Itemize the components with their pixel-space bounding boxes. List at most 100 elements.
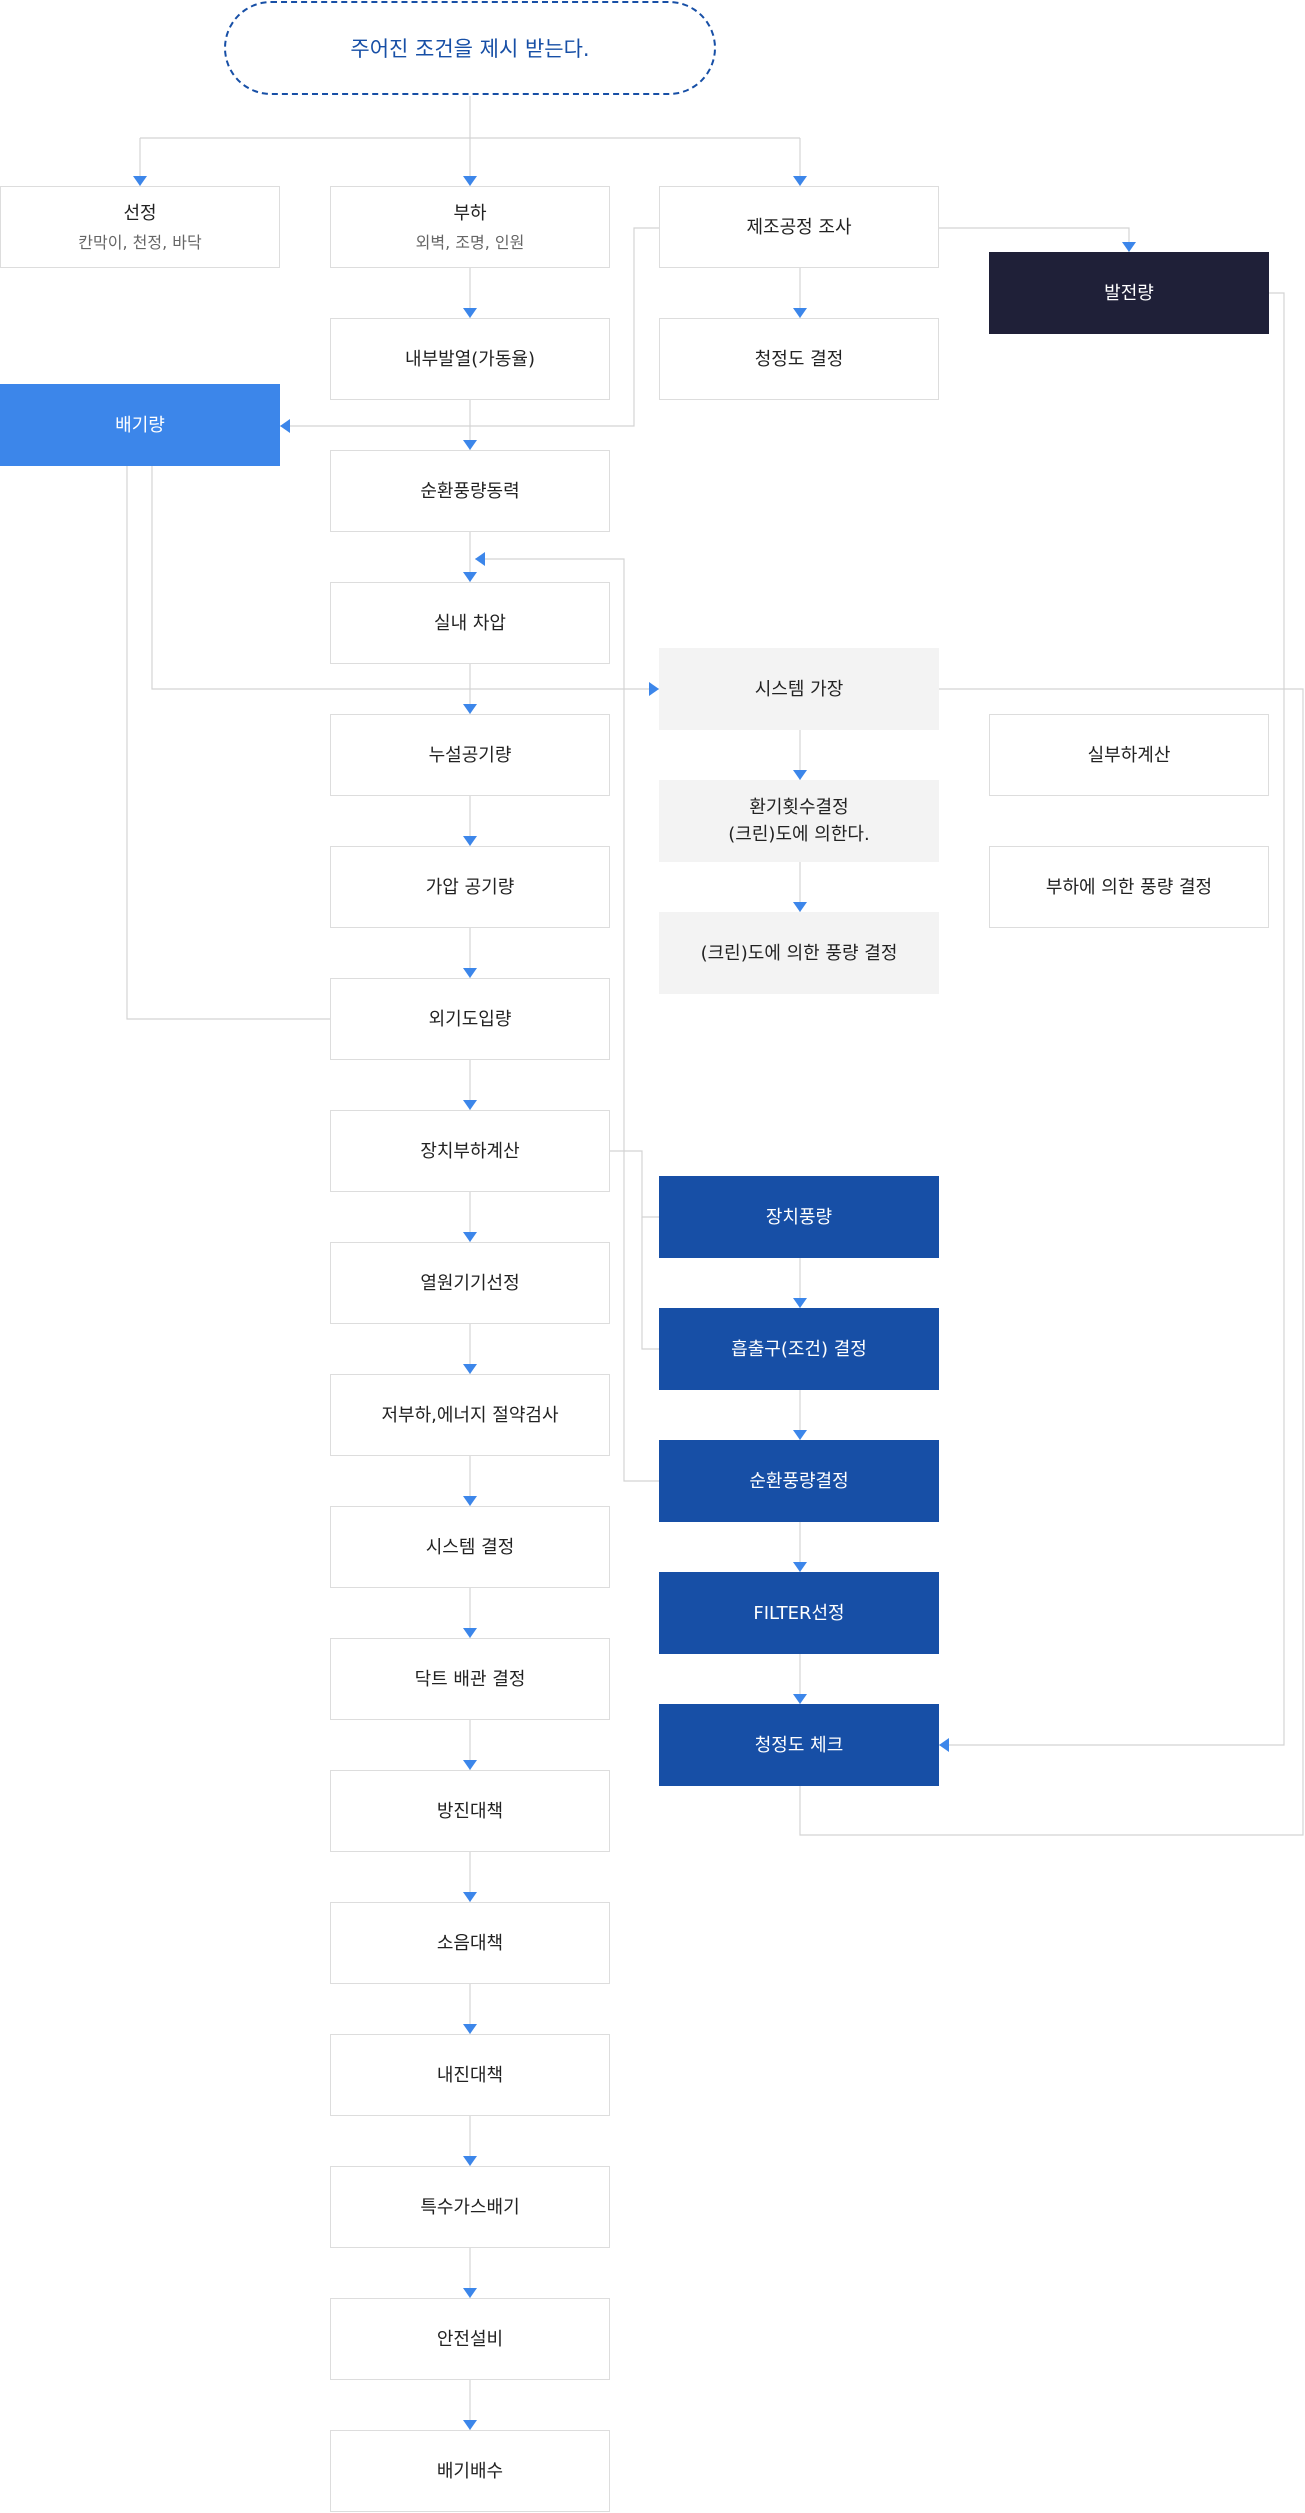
node-col2-7-label: 장치부하계산 (420, 1140, 520, 1162)
node-col3-5-line-1: (크린)도에 의한 풍량 결정 (700, 942, 898, 964)
node-buha-pungryang: 부하에 의한 풍량 결정 (989, 846, 1269, 928)
start-node: 주어진 조건을 제시 받는다. (224, 1, 716, 95)
node-col2-5-label: 가압 공기량 (425, 876, 515, 898)
arrowhead-5 (463, 440, 477, 450)
connector-35 (475, 558, 659, 1482)
arrowhead-32 (939, 1738, 949, 1752)
node-col2-11-label: 닥트 배관 결정 (414, 1668, 526, 1690)
arrowhead-23 (793, 902, 807, 912)
node-silbuha: 실부하계산 (989, 714, 1269, 796)
connector-36 (641, 1217, 659, 1350)
node-buha: 부하 외벽, 조명, 인원 (330, 186, 610, 268)
node-col2-14: 내진대책 (330, 2034, 610, 2116)
node-col3-4: 환기횟수결정 (크린)도에 의한다. (659, 780, 939, 862)
arrowhead-8 (463, 836, 477, 846)
arrowhead-27 (793, 1694, 807, 1704)
arrowhead-25 (793, 1430, 807, 1440)
node-col3-10: 청정도 체크 (659, 1704, 939, 1786)
start-label: 주어진 조건을 제시 받는다. (350, 37, 590, 61)
node-col2-15-label: 특수가스배기 (420, 2196, 520, 2218)
arrowhead-15 (463, 1760, 477, 1770)
node-col2-10: 시스템 결정 (330, 1506, 610, 1588)
node-col3-1-line-1: 제조공정 조사 (746, 216, 852, 238)
node-seonjeong-sub: 칸막이, 천정, 바닥 (78, 232, 202, 252)
node-col2-10-label: 시스템 결정 (425, 1536, 515, 1558)
arrowhead-7 (463, 704, 477, 714)
node-col2-5: 가압 공기량 (330, 846, 610, 928)
arrowhead-31 (475, 552, 485, 566)
arrowhead-9 (463, 968, 477, 978)
arrowhead-14 (463, 1628, 477, 1638)
node-baegiryang: 배기량 (0, 384, 280, 466)
arrowhead-1 (133, 176, 147, 186)
arrowhead-19 (463, 2288, 477, 2298)
node-col2-13-label: 소음대책 (436, 1932, 504, 1954)
node-col3-8: 순환풍량결정 (659, 1440, 939, 1522)
connector-37 (939, 292, 1285, 1746)
arrowhead-21 (793, 308, 807, 318)
node-col2-1-label: 내부발열(가동율) (405, 348, 535, 370)
node-col3-2-line-1: 청정도 결정 (754, 348, 844, 370)
node-col2-7: 장치부하계산 (330, 1110, 610, 1192)
node-col3-9: FILTER선정 (659, 1572, 939, 1654)
arrowhead-4 (463, 308, 477, 318)
connector-30 (939, 227, 1130, 252)
connector-38 (799, 688, 1304, 1836)
connector-34 (610, 1150, 659, 1218)
arrowhead-28 (1122, 242, 1136, 252)
connector-33 (126, 466, 330, 1020)
connector-32 (151, 466, 659, 690)
node-baljeonryang: 발전량 (989, 252, 1269, 334)
arrowhead-29 (280, 419, 290, 433)
node-col2-9: 저부하,에너지 절약검사 (330, 1374, 610, 1456)
node-col2-8: 열원기기선정 (330, 1242, 610, 1324)
node-col2-16-label: 안전설비 (436, 2328, 504, 2350)
arrowhead-30 (649, 682, 659, 696)
node-col2-16: 안전설비 (330, 2298, 610, 2380)
node-col3-5: (크린)도에 의한 풍량 결정 (659, 912, 939, 994)
node-col3-4-line-2: (크린)도에 의한다. (728, 824, 870, 845)
node-col3-1: 제조공정 조사 (659, 186, 939, 268)
node-col2-6-label: 외기도입량 (428, 1008, 512, 1030)
connector-31 (280, 227, 659, 427)
node-col3-6-line-1: 장치풍량 (765, 1206, 833, 1228)
node-col3-7: 흡출구(조건) 결정 (659, 1308, 939, 1390)
arrowhead-6 (463, 572, 477, 582)
arrowhead-18 (463, 2156, 477, 2166)
node-col2-11: 닥트 배관 결정 (330, 1638, 610, 1720)
node-col2-3: 실내 차압 (330, 582, 610, 664)
arrowhead-11 (463, 1232, 477, 1242)
node-col3-7-line-1: 흡출구(조건) 결정 (731, 1338, 867, 1360)
node-col3-4-line-1: 환기횟수결정 (749, 797, 849, 818)
node-col3-3: 시스템 가장 (659, 648, 939, 730)
node-col2-4: 누설공기량 (330, 714, 610, 796)
node-col2-2: 순환풍량동력 (330, 450, 610, 532)
arrowhead-2 (463, 176, 477, 186)
node-col3-10-line-1: 청정도 체크 (754, 1734, 844, 1756)
node-col2-12: 방진대책 (330, 1770, 610, 1852)
node-buha-title: 부하 (453, 202, 487, 224)
node-col2-9-label: 저부하,에너지 절약검사 (381, 1404, 559, 1426)
node-col2-13: 소음대책 (330, 1902, 610, 1984)
node-col2-2-label: 순환풍량동력 (420, 480, 520, 502)
node-col3-9-line-1: FILTER선정 (753, 1602, 845, 1624)
node-col2-14-label: 내진대책 (436, 2064, 504, 2086)
node-baljeonryang-label: 발전량 (1104, 282, 1154, 304)
arrowhead-24 (793, 1298, 807, 1308)
node-col3-6: 장치풍량 (659, 1176, 939, 1258)
arrowhead-10 (463, 1100, 477, 1110)
node-buha-sub: 외벽, 조명, 인원 (415, 232, 525, 252)
node-buha-pungryang-label: 부하에 의한 풍량 결정 (1045, 876, 1213, 898)
node-col3-8-line-1: 순환풍량결정 (749, 1470, 849, 1492)
node-col2-4-label: 누설공기량 (428, 744, 512, 766)
node-col2-15: 특수가스배기 (330, 2166, 610, 2248)
arrowhead-26 (793, 1562, 807, 1572)
arrowhead-13 (463, 1496, 477, 1506)
node-col2-6: 외기도입량 (330, 978, 610, 1060)
node-col2-8-label: 열원기기선정 (420, 1272, 520, 1294)
node-col2-3-label: 실내 차압 (434, 612, 506, 634)
node-col2-17: 배기배수 (330, 2430, 610, 2512)
node-seonjeong: 선정 칸막이, 천정, 바닥 (0, 186, 280, 268)
node-baegiryang-label: 배기량 (115, 414, 165, 436)
